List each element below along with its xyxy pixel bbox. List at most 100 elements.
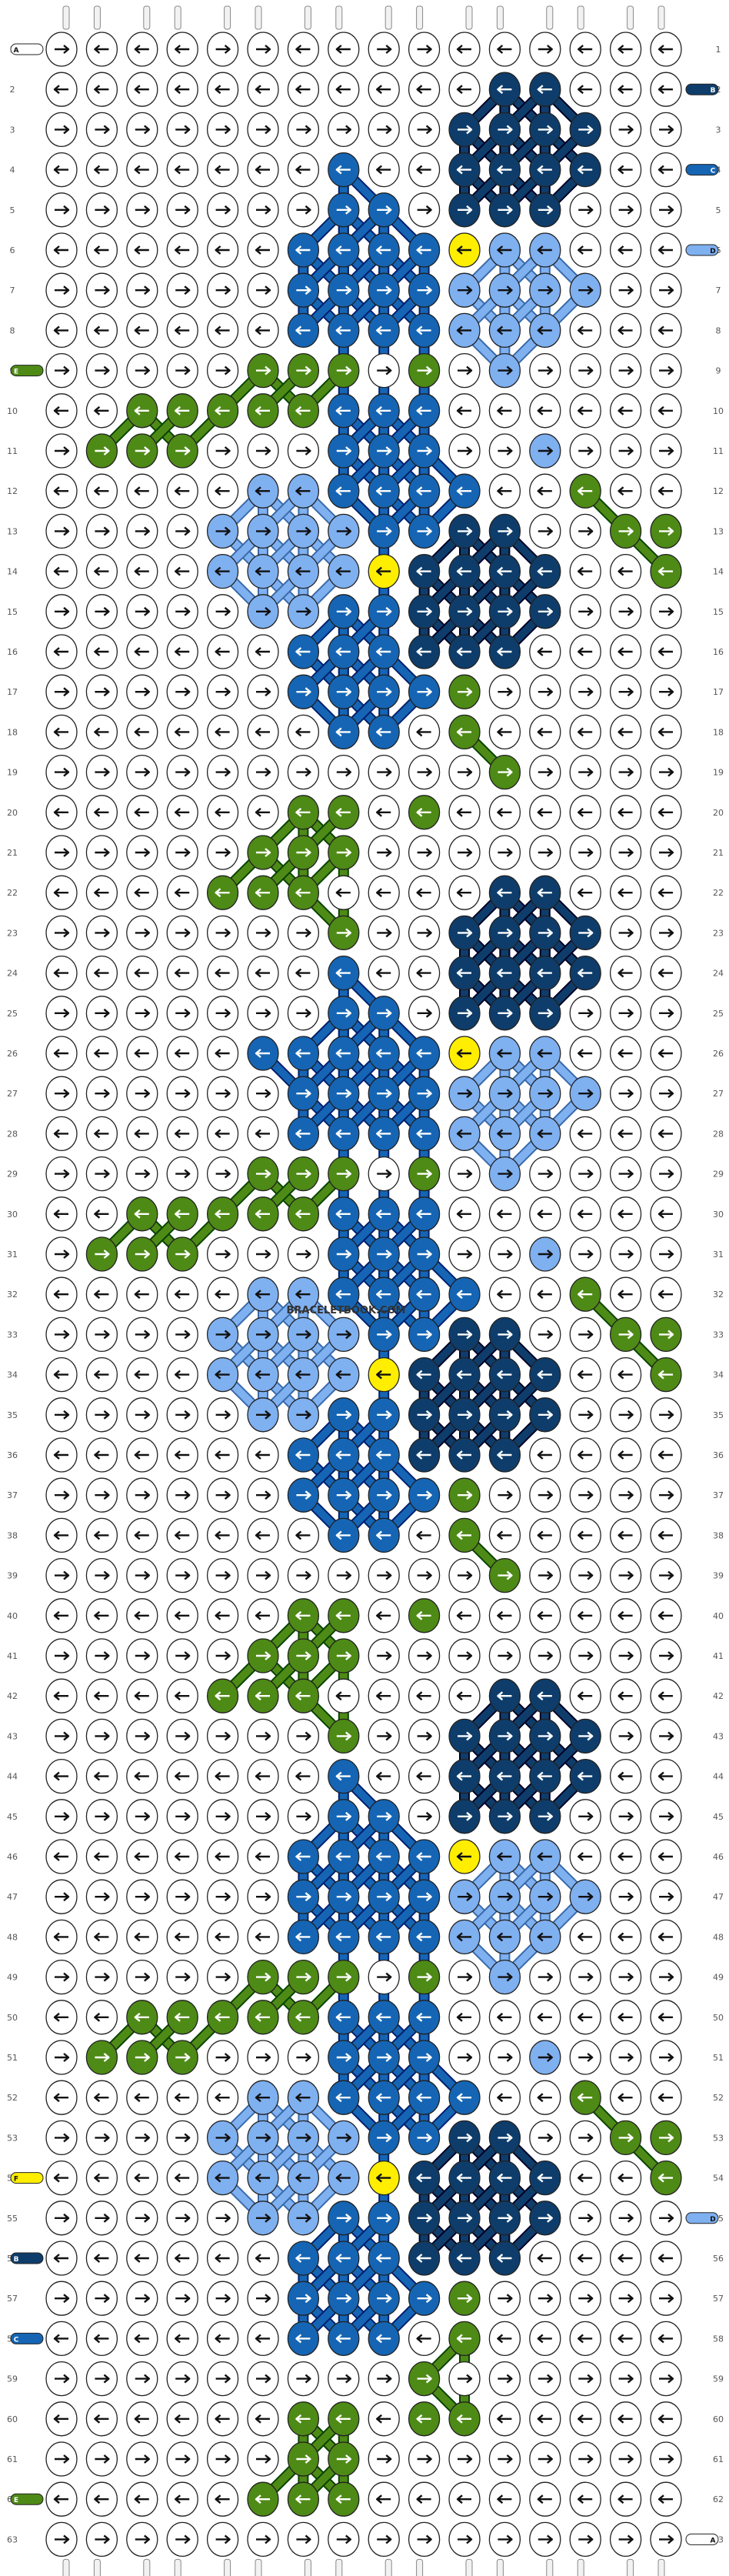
knot xyxy=(569,1919,601,1955)
knot xyxy=(448,1718,481,1754)
arrow-head-icon xyxy=(667,2374,674,2384)
arrow-head-icon xyxy=(456,727,463,737)
arrow-head-icon xyxy=(295,1450,302,1460)
knot xyxy=(529,2521,561,2558)
arrow-head-icon xyxy=(547,2053,553,2062)
knot xyxy=(650,32,682,67)
knot xyxy=(650,2201,682,2236)
arrow-head-icon xyxy=(134,2093,141,2103)
knot xyxy=(166,634,198,669)
arrow-head-icon xyxy=(174,1610,181,1620)
arrow-head-icon xyxy=(305,687,311,697)
knot xyxy=(650,433,682,469)
knot xyxy=(328,112,360,148)
arrow-head-icon xyxy=(425,2053,432,2062)
arrow-head-icon xyxy=(255,566,261,576)
knot xyxy=(488,1477,521,1513)
arrow-head-icon xyxy=(255,968,261,978)
arrow-head-icon xyxy=(385,2374,392,2384)
knot xyxy=(448,714,481,750)
arrow-head-icon xyxy=(63,1008,70,1018)
knot xyxy=(650,915,682,951)
arrow-head-icon xyxy=(497,647,504,656)
arrow-head-icon xyxy=(627,125,634,135)
arrow-head-icon xyxy=(345,606,351,616)
arrow-head-icon xyxy=(456,647,463,656)
arrow-head-icon xyxy=(547,1169,553,1179)
knot xyxy=(287,1799,320,1834)
thread-stub-bottom xyxy=(93,2558,101,2576)
arrow-head-icon xyxy=(547,606,553,616)
arrow-head-icon xyxy=(53,2173,60,2183)
knot xyxy=(206,835,239,870)
knot xyxy=(166,1036,198,1071)
knot xyxy=(368,393,400,429)
arrow-head-icon xyxy=(385,1169,392,1179)
knot xyxy=(488,1156,521,1192)
knot xyxy=(85,112,118,148)
arrow-head-icon xyxy=(265,2133,271,2143)
arrow-head-icon xyxy=(547,687,553,697)
knot xyxy=(368,1236,400,1272)
knot xyxy=(408,594,441,629)
knot xyxy=(408,553,441,589)
arrow-head-icon xyxy=(295,2334,302,2344)
arrow-head-icon xyxy=(587,1811,594,1821)
arrow-head-icon xyxy=(215,165,221,175)
knot xyxy=(126,1557,158,1593)
knot xyxy=(609,996,642,1031)
arrow-head-icon xyxy=(94,1610,101,1620)
knot xyxy=(609,2160,642,2196)
knot xyxy=(408,2321,441,2357)
arrow-head-icon xyxy=(376,1771,382,1781)
arrow-head-icon xyxy=(174,968,181,978)
arrow-head-icon xyxy=(134,2173,141,2183)
arrow-head-icon xyxy=(657,2494,664,2504)
knot xyxy=(206,1718,239,1754)
arrow-head-icon xyxy=(376,1530,382,1540)
arrow-head-icon xyxy=(506,606,513,616)
knot xyxy=(569,232,601,268)
knot xyxy=(448,835,481,870)
arrow-head-icon xyxy=(506,125,513,135)
arrow-head-icon xyxy=(103,606,110,616)
knot xyxy=(650,996,682,1031)
knot xyxy=(287,2521,320,2558)
knot xyxy=(529,1036,561,1071)
arrow-head-icon xyxy=(425,2294,432,2304)
arrow-head-icon xyxy=(547,1892,553,1902)
knot xyxy=(448,754,481,790)
knot xyxy=(569,634,601,669)
arrow-head-icon xyxy=(335,1530,342,1540)
knot xyxy=(206,1598,239,1633)
knot xyxy=(569,594,601,629)
arrow-head-icon xyxy=(617,2093,624,2103)
arrow-head-icon xyxy=(657,1530,664,1540)
arrow-head-icon xyxy=(425,1330,432,1340)
arrow-head-icon xyxy=(174,1530,181,1540)
knot xyxy=(569,2241,601,2276)
arrow-head-icon xyxy=(578,2173,584,2183)
knot xyxy=(448,2401,481,2437)
arrow-head-icon xyxy=(305,1651,311,1660)
knot xyxy=(166,1959,198,1995)
knot xyxy=(126,192,158,228)
arrow-head-icon xyxy=(63,285,70,295)
knot xyxy=(206,2521,239,2558)
knot xyxy=(609,1236,642,1272)
knot xyxy=(448,1919,481,1955)
knot xyxy=(126,1356,158,1393)
knot xyxy=(45,1598,78,1633)
arrow-head-icon xyxy=(94,2254,101,2263)
knot xyxy=(328,1557,360,1593)
arrow-head-icon xyxy=(103,1330,110,1340)
knot xyxy=(166,1076,198,1111)
arrow-head-icon xyxy=(345,1892,351,1902)
arrow-head-icon xyxy=(425,365,432,375)
knot xyxy=(408,1799,441,1834)
arrow-head-icon xyxy=(305,365,311,375)
arrow-head-icon xyxy=(578,486,584,496)
arrow-head-icon xyxy=(174,2414,181,2424)
knot xyxy=(287,2321,320,2357)
arrow-head-icon xyxy=(627,606,634,616)
